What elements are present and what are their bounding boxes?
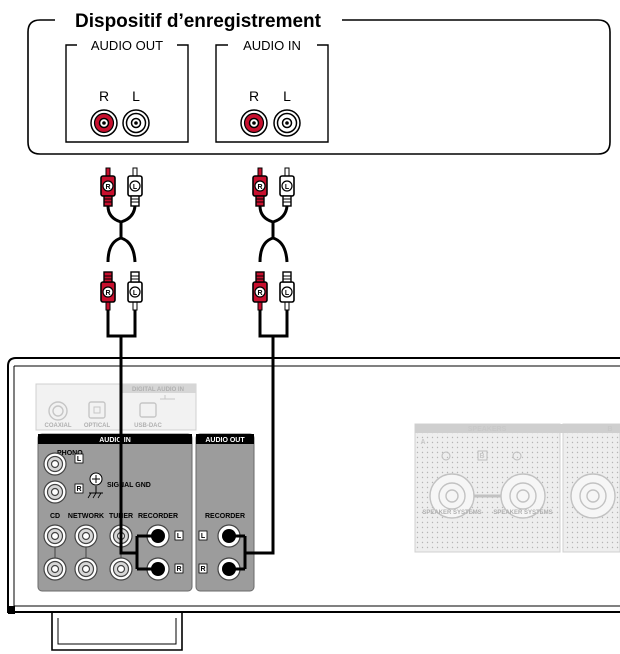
receiver-foot xyxy=(51,612,183,651)
receiver-rear-panel: DIGITAL AUDIO IN COAXIAL OPTICAL USB-DAC… xyxy=(7,357,620,651)
network-l-jack[interactable] xyxy=(74,524,98,548)
audio-in-panel-label: AUDIO IN xyxy=(99,437,131,444)
phono-r-jack[interactable] xyxy=(43,480,67,504)
recorder-out-label: RECORDER xyxy=(205,513,245,520)
device-in-r-label: R xyxy=(249,88,259,104)
recorder-in-r-tag: R xyxy=(176,566,181,573)
phono-label: PHONO xyxy=(57,450,83,457)
speaker-terminal-3[interactable] xyxy=(570,473,616,519)
device-out-r-label: R xyxy=(99,88,109,104)
coaxial-label: COAXIAL xyxy=(45,423,72,429)
network-label: NETWORK xyxy=(68,513,104,520)
cd-label: CD xyxy=(50,513,60,520)
cd-l-jack[interactable] xyxy=(43,524,67,548)
device-audio-out-label: AUDIO OUT xyxy=(91,38,163,53)
audio-out-panel: AUDIO OUT RECORDER L R xyxy=(195,433,255,592)
audio-in-panel: AUDIO IN PHONO L R SIGNAL GND CD NETWORK xyxy=(37,433,193,592)
device-in-r-jack[interactable] xyxy=(240,109,268,137)
device-audio-in-section: AUDIO IN R L xyxy=(215,38,329,143)
signal-gnd-screw-icon[interactable] xyxy=(87,472,103,499)
device-out-l-label: L xyxy=(132,88,140,104)
audio-out-panel-label: AUDIO OUT xyxy=(205,437,245,444)
optical-label: OPTICAL xyxy=(84,423,111,429)
speakers-channel-tag: B xyxy=(479,453,484,460)
network-r-jack[interactable] xyxy=(74,557,98,581)
phono-l-label: L xyxy=(77,456,82,463)
plug-letters: R L R L R L R L xyxy=(105,184,289,297)
recorder-out-l-tag: L xyxy=(201,533,206,540)
device-in-l-jack[interactable] xyxy=(273,109,301,137)
signal-gnd-label: SIGNAL GND xyxy=(107,482,151,489)
tuner-r-jack[interactable] xyxy=(109,557,133,581)
speakers-section-b-label: B xyxy=(607,426,612,433)
plug-l-top-2-letter: L xyxy=(285,184,290,191)
recorder-in-l-tag: L xyxy=(177,533,182,540)
digital-audio-in-label: DIGITAL AUDIO IN xyxy=(132,387,184,393)
device-out-l-jack[interactable] xyxy=(122,109,150,137)
recorder-out-r-tag: R xyxy=(200,566,205,573)
cable-audio-out-to-recorder-in xyxy=(100,167,158,571)
device-audio-in-label: AUDIO IN xyxy=(243,38,301,53)
cd-r-jack[interactable] xyxy=(43,557,67,581)
speakers-section-a-label: A xyxy=(420,439,425,446)
plug-r-bottom-1-letter: R xyxy=(105,290,110,297)
plug-r-bottom-2-letter: R xyxy=(257,290,262,297)
plug-l-bottom-2-letter: L xyxy=(285,290,290,297)
recording-device: Dispositif d’enregistrement AUDIO OUT R … xyxy=(27,11,611,155)
recorder-in-label: RECORDER xyxy=(138,513,178,520)
device-audio-out-section: AUDIO OUT R L xyxy=(65,38,189,143)
phono-r-label: R xyxy=(76,486,81,493)
usb-dac-label: USB-DAC xyxy=(134,423,162,429)
speakers-label: SPEAKERS xyxy=(468,426,507,433)
digital-audio-in-panel: DIGITAL AUDIO IN COAXIAL OPTICAL USB-DAC xyxy=(35,383,197,431)
speaker-terminal-2-lettering: SPEAKER SYSTEMS xyxy=(493,510,552,516)
plug-r-top-1-letter: R xyxy=(105,184,110,191)
plug-l-top-1-letter: L xyxy=(133,184,138,191)
speakers-terminal-block: SPEAKERS B A B SPEAKER SYSTEMS SPEAKER S… xyxy=(414,423,620,553)
device-out-r-jack[interactable] xyxy=(90,109,118,137)
plug-r-top-2-letter: R xyxy=(257,184,262,191)
device-in-l-label: L xyxy=(283,88,291,104)
phono-l-jack[interactable] xyxy=(43,452,67,476)
speaker-terminal-1-lettering: SPEAKER SYSTEMS xyxy=(422,510,481,516)
cable-audio-in-to-recorder-out xyxy=(229,167,295,571)
device-title: Dispositif d’enregistrement xyxy=(75,11,322,32)
plug-l-bottom-1-letter: L xyxy=(133,290,138,297)
speaker-terminal-2[interactable]: SPEAKER SYSTEMS xyxy=(493,473,553,519)
